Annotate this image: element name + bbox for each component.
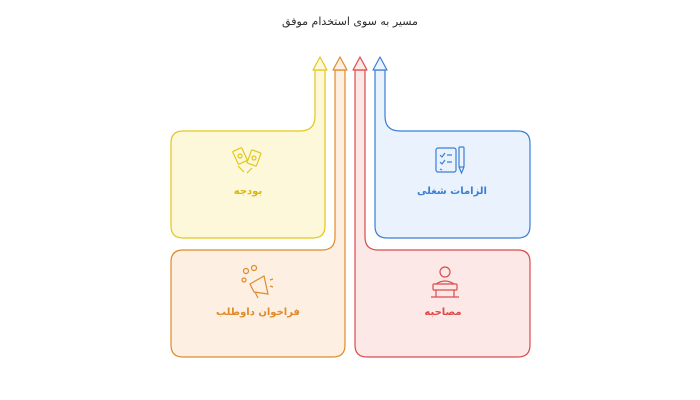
card-budget-shape	[170, 69, 326, 239]
money-icon	[232, 147, 262, 174]
card-budget-label: بودجه	[234, 186, 262, 197]
diagram-title: مسیر به سوی استخدام موفق	[282, 15, 418, 28]
card-requirements-shape	[374, 69, 531, 239]
card-interview-shape	[354, 69, 531, 358]
card-requirements-label: الزامات شغلی	[417, 186, 487, 197]
requirements-arrow-head	[372, 56, 388, 71]
card-recruitment-shape	[170, 69, 346, 358]
card-recruitment: فراخوان داوطلب	[170, 69, 346, 358]
interview-arrow-head	[352, 56, 368, 71]
card-requirements: الزامات شغلی	[374, 69, 531, 239]
card-recruitment-label: فراخوان داوطلب	[216, 307, 300, 318]
checklist-icon	[435, 146, 465, 175]
recruitment-arrow-head	[332, 56, 348, 71]
interview-icon	[431, 266, 459, 298]
megaphone-icon	[241, 264, 274, 299]
card-interview: مصاحبه	[354, 69, 531, 358]
card-interview-label: مصاحبه	[424, 307, 461, 318]
card-budget: بودجه	[170, 69, 326, 239]
budget-arrow-head	[312, 56, 328, 71]
